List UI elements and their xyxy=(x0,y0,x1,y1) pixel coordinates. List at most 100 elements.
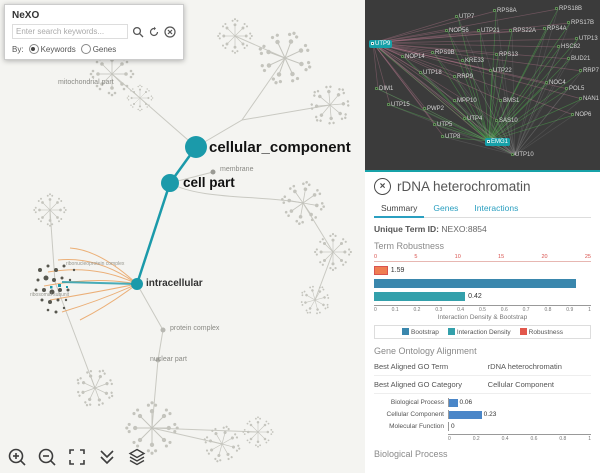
gene-node[interactable]: RPS18B xyxy=(555,6,582,12)
gene-node[interactable]: UTP5 xyxy=(433,122,452,128)
gene-node-highlighted[interactable]: EMG1 xyxy=(485,138,511,146)
gene-node[interactable]: RPS17B xyxy=(567,20,594,26)
go-bar xyxy=(449,398,458,407)
graph-label-nuclear-part[interactable]: nuclear part xyxy=(150,356,187,363)
interaction-density-bar xyxy=(374,292,466,301)
graph-label-mitochondrial-part[interactable]: mitochondrial part xyxy=(58,79,114,86)
gene-node[interactable]: RPS9B xyxy=(431,50,455,56)
fit-button[interactable] xyxy=(66,446,88,468)
gene-node[interactable]: SAS10 xyxy=(495,118,518,124)
node-intracellular[interactable] xyxy=(131,278,143,290)
bootstrap-bar xyxy=(374,279,576,288)
radio-keywords-label: Keywords xyxy=(40,44,76,54)
robustness-bar xyxy=(374,266,388,275)
gene-node[interactable]: KRE33 xyxy=(461,58,484,64)
term-title: rDNA heterochromatin xyxy=(397,179,531,194)
zoom-out-button[interactable] xyxy=(36,446,58,468)
gene-node[interactable]: UTP10 xyxy=(511,152,534,158)
gene-node[interactable]: MPP10 xyxy=(453,98,477,104)
ontology-tree-canvas[interactable] xyxy=(0,0,365,473)
clear-icon[interactable] xyxy=(164,25,176,38)
unique-term-id-value: NEXO:8854 xyxy=(441,224,487,234)
search-icon[interactable] xyxy=(132,26,144,38)
node-cell-part[interactable] xyxy=(161,174,179,192)
gene-node[interactable]: RPS4A xyxy=(543,26,567,32)
highlighted-edges xyxy=(43,247,138,321)
search-input[interactable] xyxy=(12,24,128,39)
alignment-row-label: Best Aligned GO Term xyxy=(374,362,449,371)
gene-node[interactable]: BUD21 xyxy=(567,56,590,62)
reset-icon[interactable] xyxy=(148,26,160,38)
search-panel: NeXO By: Keywords xyxy=(4,4,184,60)
node-membrane[interactable] xyxy=(210,169,216,175)
detail-tabs: Summary Genes Interactions xyxy=(374,200,591,218)
layers-button[interactable] xyxy=(126,446,148,468)
gene-node[interactable]: NAN1 xyxy=(579,96,599,102)
by-label: By: xyxy=(12,44,24,54)
gene-node[interactable]: NOP56 xyxy=(445,28,469,34)
zoom-in-icon xyxy=(8,448,26,466)
gene-node[interactable]: UTP4 xyxy=(463,116,482,122)
go-value: 0 xyxy=(451,423,455,430)
alignment-row-value: rDNA heterochromatin xyxy=(487,362,562,371)
gene-node-highlighted[interactable]: UTP9 xyxy=(369,40,393,48)
gene-node[interactable]: PWP2 xyxy=(423,106,444,112)
gene-node[interactable]: NOP6 xyxy=(571,112,591,118)
graph-label-intracellular[interactable]: intracellular xyxy=(146,278,203,289)
gene-node[interactable]: NOC4 xyxy=(545,80,566,86)
robustness-value: 1.59 xyxy=(390,267,405,274)
gene-node[interactable]: RPS8A xyxy=(493,8,517,14)
interaction-density-legend-swatch xyxy=(447,328,455,335)
radio-keywords[interactable] xyxy=(28,44,39,54)
expand-icon xyxy=(100,450,114,465)
graph-label-ribosomal-subunit[interactable]: ribosomal subunit xyxy=(30,292,70,298)
tab-genes[interactable]: Genes xyxy=(433,203,459,213)
graph-label-protein-complex[interactable]: protein complex xyxy=(170,325,220,332)
radio-genes-label: Genes xyxy=(92,44,117,54)
gene-node[interactable]: BMS1 xyxy=(499,98,519,104)
section-term-robustness: Term Robustness xyxy=(374,241,445,251)
dense-cluster[interactable] xyxy=(34,264,76,314)
gene-node[interactable]: UTP13 xyxy=(575,36,598,42)
graph-label-membrane[interactable]: membrane xyxy=(220,166,254,173)
graph-label-ribonucleoprotein-complex[interactable]: ribonucleoprotein complex xyxy=(66,261,125,267)
gene-node[interactable]: RPS13 xyxy=(495,52,518,58)
gene-node[interactable]: POL5 xyxy=(565,86,584,92)
robustness-legend-swatch xyxy=(519,328,527,335)
graph-label-cellular-component[interactable]: cellular_component xyxy=(209,139,351,156)
node-protein-complex[interactable] xyxy=(160,327,166,333)
gene-network-panel[interactable]: UTP7 RPS8A RPS18B RPS17B NOP56 UTP21 RPS… xyxy=(365,0,600,170)
node-cellular-component[interactable] xyxy=(185,136,207,158)
gene-node[interactable]: RRP7 xyxy=(579,68,599,74)
section-go-alignment: Gene Ontology Alignment xyxy=(374,346,477,356)
gene-node[interactable]: RPS22A xyxy=(509,28,536,34)
layers-icon xyxy=(128,448,146,466)
gene-node[interactable]: UTP22 xyxy=(489,68,512,74)
gene-node[interactable]: DIM1 xyxy=(375,86,393,92)
robustness-legend-label: Robustness xyxy=(528,329,563,336)
gene-node[interactable]: NOP14 xyxy=(401,54,425,60)
gene-node[interactable]: HSC82 xyxy=(557,44,580,50)
gene-node[interactable]: UTP15 xyxy=(387,102,410,108)
gene-node[interactable]: UTP8 xyxy=(441,134,460,140)
tab-interactions[interactable]: Interactions xyxy=(474,203,519,213)
gene-node[interactable]: UTP21 xyxy=(477,28,500,34)
network-labels: UTP7 RPS8A RPS18B RPS17B NOP56 UTP21 RPS… xyxy=(365,0,600,170)
expand-button[interactable] xyxy=(96,446,118,468)
alignment-row-label: Best Aligned GO Category xyxy=(374,380,462,389)
tab-summary[interactable]: Summary xyxy=(374,200,425,218)
zoom-in-button[interactable] xyxy=(6,446,28,468)
gene-node[interactable]: UTP18 xyxy=(419,70,442,76)
close-icon[interactable]: × xyxy=(374,178,391,195)
gene-node[interactable]: UTP7 xyxy=(455,14,474,20)
chart-legend: Bootstrap Interaction Density Robustness xyxy=(374,325,591,339)
node-nuclear-part[interactable] xyxy=(155,357,161,363)
alignment-table: Best Aligned GO Term rDNA heterochromati… xyxy=(374,358,591,394)
gene-node[interactable]: RRP9 xyxy=(453,74,473,80)
ontology-tree-panel[interactable]: mitochondrial part cellular_component ce… xyxy=(0,0,366,473)
radio-genes[interactable] xyxy=(80,44,91,54)
graph-label-cell-part[interactable]: cell part xyxy=(183,175,235,190)
alignment-row-value: Cellular Component xyxy=(487,380,554,389)
